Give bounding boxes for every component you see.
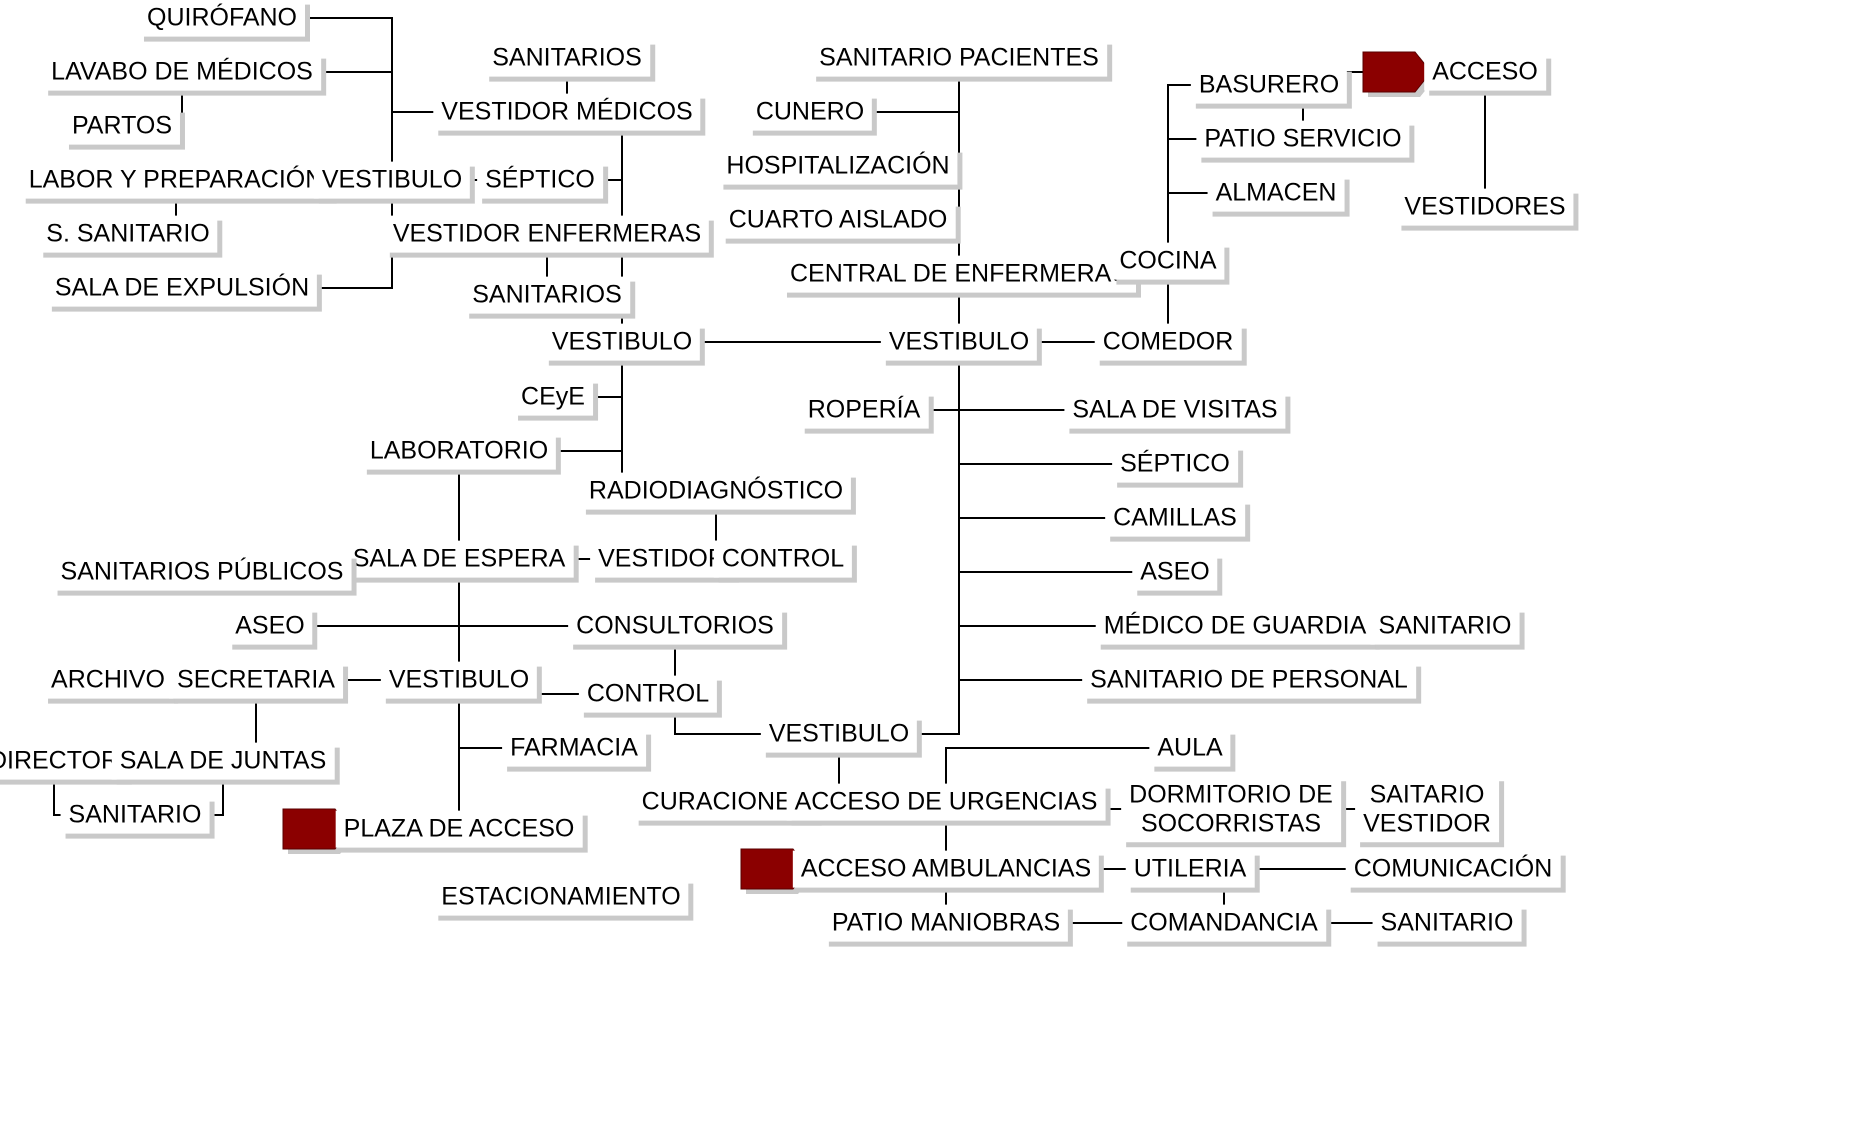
- node-aula: AULA: [1149, 729, 1231, 767]
- node-cuarto-aislado: CUARTO AISLADO: [720, 201, 956, 239]
- node-quirofano: QUIRÓFANO: [138, 0, 306, 37]
- node-sala-espera: SALA DE ESPERA: [344, 540, 574, 578]
- node-ropeia: ROPERÍA: [799, 391, 929, 429]
- node-partos: PARTOS: [63, 107, 181, 145]
- node-labor-preparacion: LABOR Y PREPARACIÓN: [20, 161, 332, 199]
- node-archivo: ARCHIVO: [43, 661, 173, 699]
- node-vestibulo-urgencias: VESTIBULO: [760, 715, 918, 753]
- node-comunicacion: COMUNICACIÓN: [1345, 850, 1561, 888]
- node-sanitario-pacientes: SANITARIO PACIENTES: [811, 39, 1107, 77]
- connector-vestibulo-hospital-to-camillas: [958, 342, 1175, 519]
- node-septico-1: SÉPTICO: [477, 161, 603, 199]
- node-cunero: CUNERO: [747, 93, 873, 131]
- node-hospitalizacion: HOSPITALIZACIÓN: [718, 147, 958, 185]
- node-central-enfermeras: CENTRAL DE ENFERMERAS: [781, 255, 1137, 293]
- node-sala-expulsion: SALA DE EXPULSIÓN: [46, 269, 318, 307]
- node-ceye: CEyE: [513, 378, 593, 416]
- node-comedor: COMEDOR: [1094, 323, 1242, 361]
- node-acceso-servicio: ACCESO: [1424, 53, 1546, 91]
- node-sanitarios-enfermeras: SANITARIOS: [464, 276, 630, 314]
- node-cocina: COCINA: [1111, 242, 1225, 280]
- node-vestibulo-quirurgico: VESTIBULO: [543, 323, 701, 361]
- node-sanitario-personal: SANITARIO DE PERSONAL: [1082, 661, 1416, 699]
- node-vestidor-enfermeras: VESTIDOR ENFERMERAS: [384, 215, 710, 253]
- node-acceso-urgencias: ACCESO DE URGENCIAS: [786, 783, 1106, 821]
- access-arrow-icon: [1362, 51, 1432, 93]
- node-s-sanitario: S. SANITARIO: [38, 215, 218, 253]
- node-camillas: CAMILLAS: [1105, 499, 1245, 537]
- node-vestidor-rx: VESTIDOR: [590, 540, 734, 578]
- connector-central-enfermeras-to-cunero: [810, 111, 960, 274]
- node-patio-servicio: PATIO SERVICIO: [1196, 120, 1410, 158]
- connector-vestibulo-quirurgico-to-radiodiagnostico: [621, 342, 716, 492]
- node-plaza-acceso: PLAZA DE ACCESO: [335, 810, 583, 848]
- node-patio-maniobras: PATIO MANIOBRAS: [823, 904, 1069, 942]
- node-almacen: ALMACEN: [1207, 174, 1345, 212]
- node-secretaria: SECRETARIA: [169, 661, 343, 699]
- node-sala-juntas: SALA DE JUNTAS: [111, 742, 335, 780]
- node-control-rx: CONTROL: [713, 540, 853, 578]
- node-comandancia: COMANDANCIA: [1122, 904, 1326, 942]
- node-consultorios: CONSULTORIOS: [568, 607, 782, 645]
- node-sala-visitas: SALA DE VISITAS: [1064, 391, 1286, 429]
- node-vestibulo-tocologia: VESTIBULO: [313, 161, 471, 199]
- node-radiodiagnostico: RADIODIAGNÓSTICO: [580, 472, 852, 510]
- node-curaciones: CURACIONES: [633, 783, 817, 821]
- node-basurero: BASURERO: [1190, 66, 1348, 104]
- node-vestidores: VESTIDORES: [1396, 188, 1574, 226]
- connector-vestibulo-tocologia-to-quirofano: [222, 17, 393, 180]
- node-sanitario-guardia: SANITARIO: [1370, 607, 1520, 645]
- node-aseo-1: ASEO: [227, 607, 313, 645]
- node-estacionamiento: ESTACIONAMIENTO: [433, 878, 689, 916]
- node-laboratorio: LABORATORIO: [361, 432, 557, 470]
- node-medico-guardia: MÉDICO DE GUARDIA: [1095, 607, 1375, 645]
- node-aseo-2: ASEO: [1132, 553, 1218, 591]
- node-lavabo-medicos: LAVABO DE MÉDICOS: [43, 53, 321, 91]
- node-control-consulta: CONTROL: [578, 675, 718, 713]
- connector-cocina-to-basurero: [1167, 84, 1269, 261]
- node-septico-2: SÉPTICO: [1112, 445, 1238, 483]
- node-acceso-ambulancias: ACCESO AMBULANCIAS: [792, 850, 1100, 888]
- connector-vestibulo-quirurgico-to-vestibulo-tocologia: [392, 179, 623, 342]
- node-sanitarios-medicos: SANITARIOS: [484, 39, 650, 77]
- node-vestidor-medicos: VESTIDOR MÉDICOS: [433, 93, 701, 131]
- node-sanitarios-publicos: SANITARIOS PÚBLICOS: [52, 553, 352, 591]
- node-director: DIRECTOR: [0, 742, 128, 780]
- node-sanitario-direccion: SANITARIO: [60, 796, 210, 834]
- node-utileria: UTILERIA: [1125, 850, 1255, 888]
- node-vestibulo-principal: VESTIBULO: [380, 661, 538, 699]
- node-vestibulo-hospital: VESTIBULO: [880, 323, 1038, 361]
- node-farmacia: FARMACIA: [502, 729, 646, 767]
- node-sanitario-comandancia: SANITARIO: [1372, 904, 1522, 942]
